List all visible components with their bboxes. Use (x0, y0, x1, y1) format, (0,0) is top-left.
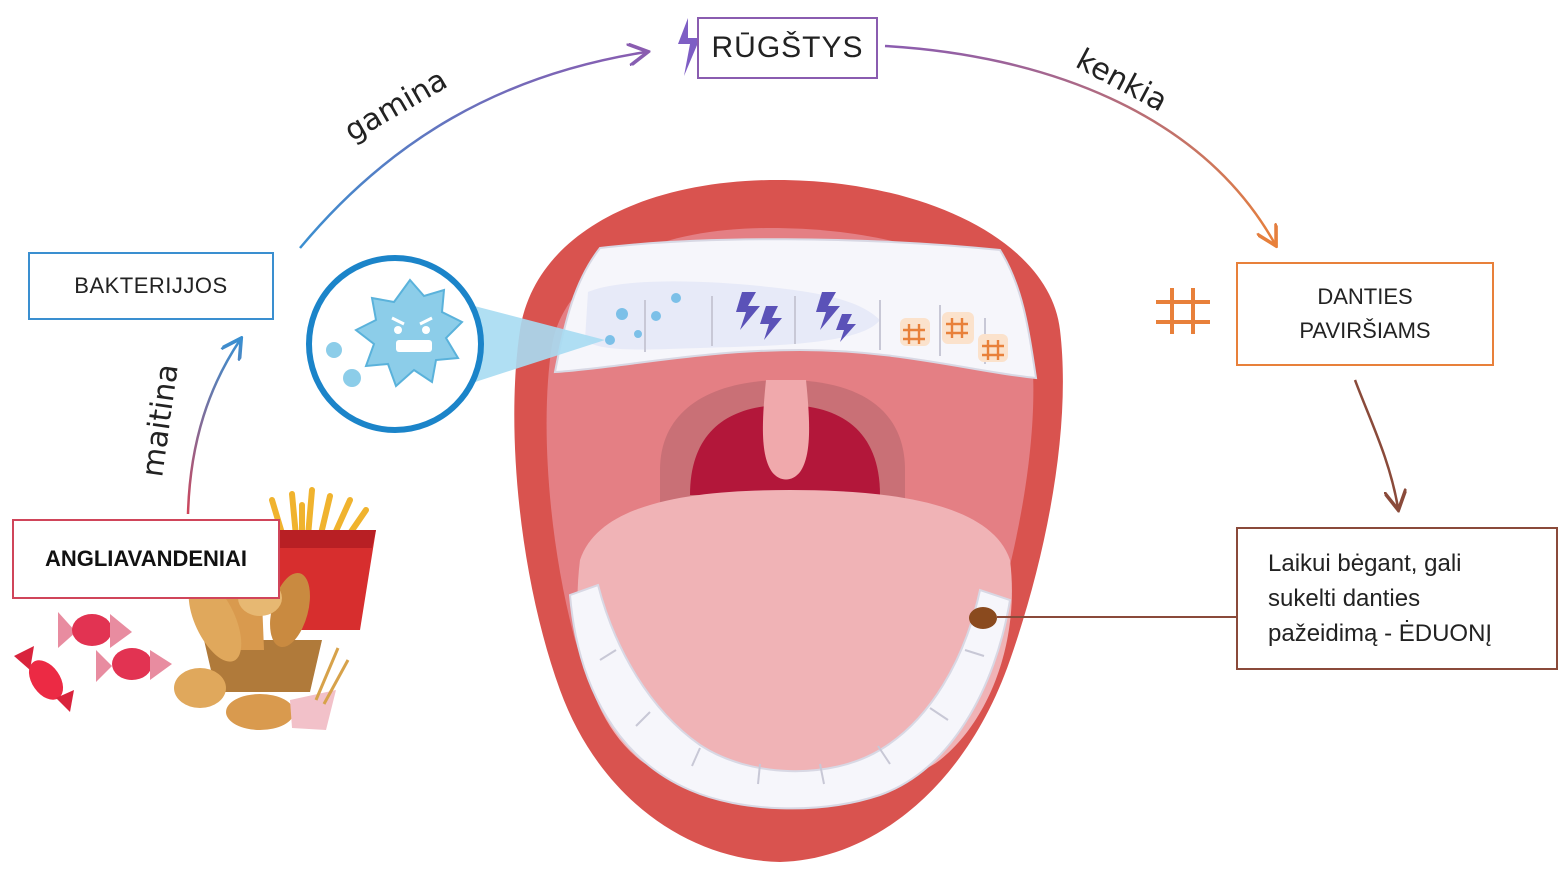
node-bakterijos-label: BAKTERIJJOS (74, 273, 227, 299)
open-mouth-illustration (514, 180, 1063, 862)
node-eduonis-line3: pažeidimą - ĖDUONĮ (1268, 616, 1492, 651)
node-angliavandeniai-label: ANGLIAVANDENIAI (45, 546, 247, 572)
hash-icon (1156, 288, 1210, 334)
edge-label-maitina: maitina (135, 362, 185, 479)
uvula (763, 380, 809, 480)
edge-maitina (188, 340, 240, 514)
node-danties-line1: DANTIES (1317, 280, 1412, 314)
node-eduonis-line1: Laikui bėgant, gali (1268, 546, 1492, 581)
edge-gamina (300, 52, 646, 248)
edge-label-kenkia: kenkia (1070, 42, 1173, 119)
node-bakterijos: BAKTERIJJOS (28, 252, 274, 320)
node-danties-line2: PAVIRŠIAMS (1299, 314, 1430, 348)
node-angliavandeniai: ANGLIAVANDENIAI (12, 519, 280, 599)
node-danties-pavirsiams: DANTIES PAVIRŠIAMS (1236, 262, 1494, 366)
candy-icon (14, 612, 172, 712)
cavity-spot (969, 607, 997, 629)
edge-danties-to-eduonis (1355, 380, 1398, 508)
node-eduonis-line2: sukelti danties (1268, 581, 1492, 616)
edge-label-gamina: gamina (339, 62, 454, 149)
node-rugstys-label: RŪGŠTYS (711, 31, 863, 65)
node-rugstys: RŪGŠTYS (697, 17, 878, 79)
node-eduonis-note: Laikui bėgant, gali sukelti danties paže… (1236, 527, 1558, 670)
